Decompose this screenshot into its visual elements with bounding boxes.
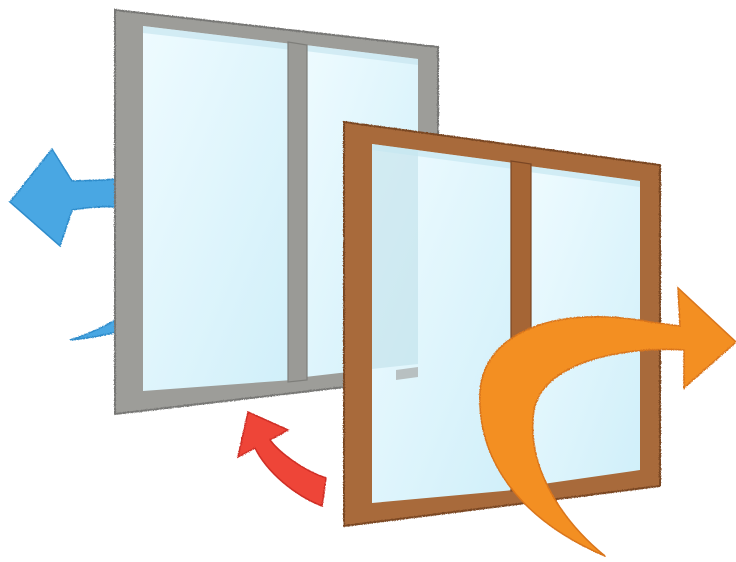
orange-curved-arrow [479, 286, 736, 557]
brown-sliding-window [343, 120, 661, 528]
red-curved-arrow [236, 410, 327, 508]
